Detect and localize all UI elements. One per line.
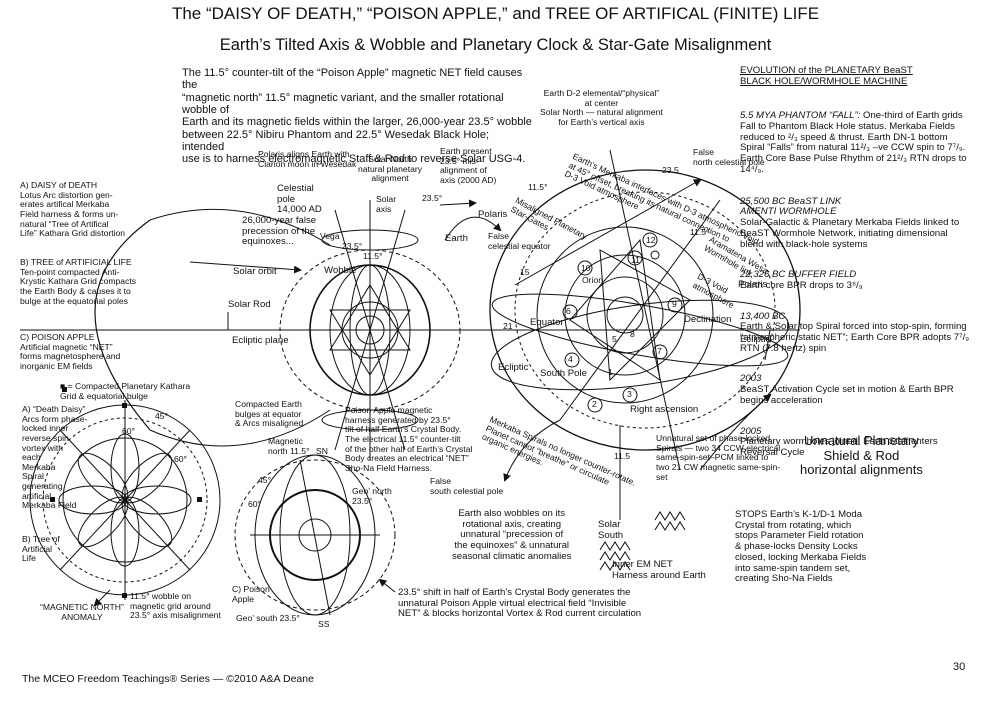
daisy-of-death-label: A) DAISY of DEATH Lotus Arc distortion g… [20, 180, 126, 239]
earth-d2-label: Earth D-2 elemental/“physical” at center… [540, 88, 663, 127]
polaris-right-label: Polaris [738, 279, 768, 290]
false-north-pole-label: False north celestial pole [693, 147, 765, 167]
page-subtitle: Earth’s Tilted Axis & Wobble and Planeta… [219, 36, 772, 54]
solar-south-label: Solar South [598, 519, 624, 541]
tree-artificial-life-small-label: B) Tree of Artificial Life [22, 534, 60, 564]
evolution-entry: 5.5 MYA PHANTOM “FALL”: One-third of Ear… [740, 110, 967, 175]
right-ascension-label: Right ascension [630, 404, 699, 415]
central-earth-figure [279, 200, 461, 460]
polaris-aligns-label: Polaris aligns Earth with Clarion moon i… [258, 149, 357, 169]
angle-label: 11.5° [363, 251, 383, 261]
magnetic-field-figure [234, 454, 396, 616]
false-south-celestial-pole-label: False south celestial pole [430, 476, 504, 496]
false-celestial-equator-label: False celestial equator [488, 231, 551, 251]
celestial-sphere [489, 149, 801, 471]
intro-paragraph: The 11.5° counter-tilt of the “Poison Ap… [182, 67, 532, 166]
ecliptic-lower-label: Ecliptic [498, 362, 529, 373]
magnetic-north-label: Magnetic north 11.5° [268, 436, 310, 456]
poison-apple-harness-label: Poison Apple magnetic harness generated … [345, 405, 473, 473]
angle-label: 11.5 [614, 451, 631, 461]
footer-credit: The MCEO Freedom Teachings® Series — ©20… [22, 673, 314, 685]
number-label: 4 [568, 354, 573, 364]
stops-crystal-label: STOPS Earth’s K-1/D-1 Moda Crystal from … [735, 509, 867, 585]
ss-label: SS [318, 619, 330, 629]
unnatural-shield-label: Unnatural Planetary Shield & Rod horizon… [800, 433, 923, 478]
number-label: 3 [627, 389, 632, 399]
number-label: 9 [672, 299, 677, 309]
number-label: 1 [608, 367, 613, 377]
number-label: 7 [657, 346, 662, 356]
page-title: The “DAISY OF DEATH,” “POISON APPLE,” an… [171, 4, 820, 23]
angle-label: 23.5 [662, 165, 679, 175]
ecliptic-plane-label: Ecliptic plane [232, 335, 289, 346]
solar-axis-label: Solar axis [376, 194, 397, 214]
poison-apple-arc [94, 219, 151, 431]
angle-label: 23.5° [342, 241, 363, 251]
number-label: 10 [581, 263, 591, 273]
ecliptic-label: Ecliptic [740, 334, 771, 345]
earth-also-wobbles-label: Earth also wobbles on its rotational axi… [452, 508, 572, 562]
geo-north-label: Geo’ north 23.5° [352, 486, 392, 506]
magnetic-north-anomaly-label: “MAGNETIC NORTH” ANOMALY [40, 602, 124, 622]
solar-orbit-label: Solar orbit [233, 266, 277, 277]
compacted-earth-label: Compacted Earth bulges at equator & Arcs… [235, 399, 304, 429]
inner-em-net-label: Inner EM NET Harness around Earth [612, 559, 706, 581]
death-daisy-label: A) “Death Daisy” Arcs form phase- locked… [22, 404, 88, 511]
solar-rod-label: Solar Rod [228, 299, 271, 310]
number-label: 12 [646, 235, 656, 245]
geo-south-label: Geo’ south 23.5° [236, 613, 300, 623]
angle-label: 60° [174, 454, 187, 464]
number-label: 21 [503, 321, 513, 331]
poison-apple-small-label: C) Poison Apple [232, 584, 270, 604]
number-label: 11 [631, 255, 640, 265]
angle-label: 45° [155, 411, 168, 421]
earth-present-label: Earth present 23.5° mis- alignment of ax… [440, 146, 497, 185]
equator-label: Equator [530, 317, 564, 328]
sn-label: SN [316, 446, 328, 456]
number-label: 15 [520, 267, 530, 277]
polaris-label: Polaris [478, 209, 508, 220]
south-pole-label: South Pole [540, 368, 587, 379]
wobble-115-label: 11.5° wobble on magnetic grid around 23.… [130, 591, 221, 621]
number-label: 5 [612, 334, 617, 344]
earth-label: Earth [445, 233, 468, 244]
orion-label: Orion [582, 275, 604, 285]
declination-label: Declination [684, 314, 732, 325]
angle-label: 11.5° [690, 227, 710, 237]
legend-compacted-grid: ■ = Compacted Planetary Kathara Grid & e… [60, 381, 191, 401]
vega-label: Vega [320, 231, 340, 241]
wobble-label: Wobble [324, 265, 357, 276]
evolution-heading: EVOLUTION of the PLANETARY BeaST BLACK H… [740, 64, 913, 87]
crystal-body-shift-label: 23.5° shift in half of Earth’s Crystal B… [398, 587, 642, 620]
angle-label: 60° [122, 426, 135, 436]
celestial-pole-label: Celestial pole 14,000 AD [277, 183, 322, 216]
solar-north-label: Solar North natural planetary alignment [358, 154, 423, 184]
precession-label: 26,000-year false precession of the equi… [242, 215, 317, 248]
unnatural-spirals-label: Unnatural set of phase-locked Spirals — … [656, 433, 781, 482]
angle-label: 11.5° [528, 182, 548, 192]
number-label: 8 [630, 329, 635, 339]
number-label: 6 [566, 306, 571, 316]
angle-label: 60° [248, 499, 261, 509]
angle-label: 45° [258, 475, 271, 485]
tree-of-artificial-life-label: B) TREE of ARTIFICIAL LIFE Ten-point com… [20, 257, 137, 306]
angle-label: 23.5° [422, 193, 443, 203]
number-label: 2 [592, 399, 597, 409]
page-number: 30 [953, 661, 966, 673]
evolution-panel: EVOLUTION of the PLANETARY BeaST BLACK H… [740, 48, 972, 477]
poison-apple-label: C) POISON APPLE Artificial magnetic “NET… [20, 332, 121, 371]
